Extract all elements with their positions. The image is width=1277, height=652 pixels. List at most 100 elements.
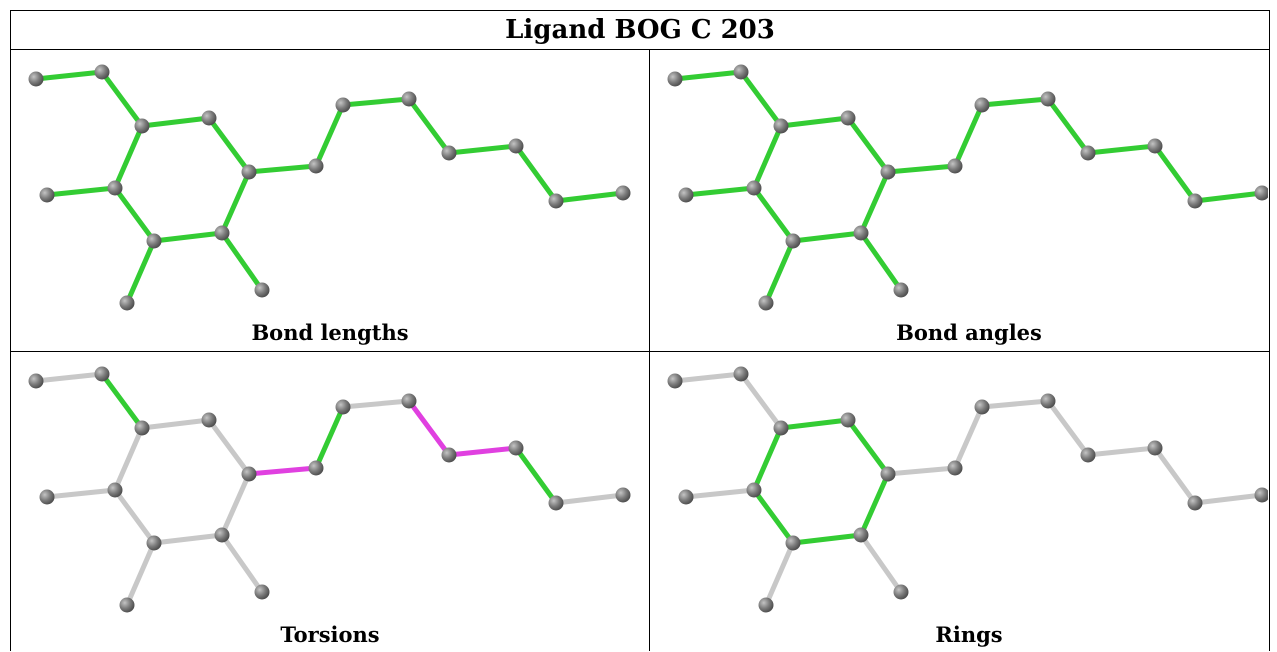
bond-2-3: [139, 115, 212, 129]
atom-2: [773, 420, 789, 436]
figure-table: Ligand BOG C 203 Bond lengths Bond angle…: [10, 10, 1270, 651]
bond-6-7: [340, 96, 412, 108]
bond-2-13: [112, 425, 145, 493]
column-divider: [649, 50, 650, 651]
bond-1-2: [738, 371, 784, 431]
atom-4: [880, 164, 896, 180]
bond-7-8: [1045, 398, 1091, 458]
atom-12: [678, 187, 694, 203]
atom-6: [974, 399, 990, 415]
bond-6-7: [979, 96, 1051, 108]
bond-14-16: [124, 238, 157, 306]
atom-3: [201, 110, 217, 126]
atom-16: [758, 295, 774, 311]
atom-4: [241, 466, 257, 482]
bond-15-4: [219, 169, 252, 236]
atom-0: [667, 71, 683, 87]
panel-bond-lengths: Bond lengths: [11, 50, 649, 350]
bond-3-4: [845, 115, 891, 175]
bond-13-14: [751, 487, 796, 546]
atom-11: [615, 185, 631, 201]
bond-12-13: [44, 487, 118, 500]
caption-torsions: Torsions: [280, 622, 380, 647]
bond-14-15: [151, 230, 225, 244]
atom-2: [773, 118, 789, 134]
bond-9-10: [1152, 143, 1198, 204]
bond-7-8: [406, 398, 452, 458]
bond-7-8: [406, 96, 452, 156]
bond-15-17: [858, 230, 904, 293]
molecule-bond-lengths: [28, 64, 631, 311]
atom-8: [441, 145, 457, 161]
atom-5: [947, 158, 963, 174]
bond-1-2: [99, 371, 145, 431]
atom-1: [733, 64, 749, 80]
bond-2-3: [778, 115, 851, 129]
atom-3: [201, 412, 217, 428]
bond-2-3: [778, 417, 851, 431]
atom-13: [746, 180, 762, 196]
atom-0: [28, 373, 44, 389]
bond-2-13: [751, 123, 784, 191]
molecule-torsions: [28, 366, 631, 613]
bond-0-1: [672, 371, 744, 384]
atom-14: [785, 233, 801, 249]
atom-10: [548, 193, 564, 209]
atom-7: [1040, 91, 1056, 107]
bond-0-1: [33, 371, 105, 384]
atom-6: [335, 97, 351, 113]
atom-12: [678, 489, 694, 505]
bond-1-2: [99, 69, 145, 129]
atom-7: [401, 393, 417, 409]
bond-15-4: [858, 471, 891, 538]
atom-13: [107, 180, 123, 196]
atom-10: [1187, 193, 1203, 209]
atom-10: [548, 495, 564, 511]
bond-12-13: [683, 185, 757, 198]
atom-0: [667, 373, 683, 389]
row-divider: [11, 351, 1269, 352]
atom-9: [1147, 440, 1163, 456]
bond-0-1: [672, 69, 744, 82]
bond-5-6: [313, 102, 346, 169]
bond-4-5: [246, 465, 319, 477]
atom-5: [308, 158, 324, 174]
atom-16: [119, 597, 135, 613]
bond-3-4: [206, 417, 252, 477]
bond-14-16: [763, 238, 796, 306]
atom-17: [893, 584, 909, 600]
atom-15: [214, 527, 230, 543]
bond-13-14: [751, 185, 796, 244]
bond-5-6: [952, 102, 985, 169]
bond-10-11: [1192, 492, 1265, 506]
caption-bond-lengths: Bond lengths: [251, 320, 409, 345]
atom-7: [1040, 393, 1056, 409]
atom-8: [441, 447, 457, 463]
bond-2-13: [112, 123, 145, 191]
atom-5: [308, 460, 324, 476]
atom-4: [880, 466, 896, 482]
atom-2: [134, 118, 150, 134]
bond-12-13: [683, 487, 757, 500]
bond-13-14: [112, 185, 157, 244]
atom-4: [241, 164, 257, 180]
atom-2: [134, 420, 150, 436]
bond-14-15: [790, 532, 864, 546]
bond-9-10: [1152, 445, 1198, 506]
bond-4-5: [885, 465, 958, 477]
atom-0: [28, 71, 44, 87]
bond-2-13: [751, 425, 784, 493]
bond-7-8: [1045, 96, 1091, 156]
bond-13-14: [112, 487, 157, 546]
atom-12: [39, 187, 55, 203]
bond-12-13: [44, 185, 118, 198]
bond-8-9: [446, 445, 519, 458]
atom-13: [746, 482, 762, 498]
atom-15: [853, 527, 869, 543]
bond-15-4: [219, 471, 252, 538]
bond-1-2: [738, 69, 784, 129]
atom-6: [335, 399, 351, 415]
bond-14-15: [151, 532, 225, 546]
title-divider: [11, 49, 1269, 50]
panel-rings: Rings: [650, 352, 1277, 652]
